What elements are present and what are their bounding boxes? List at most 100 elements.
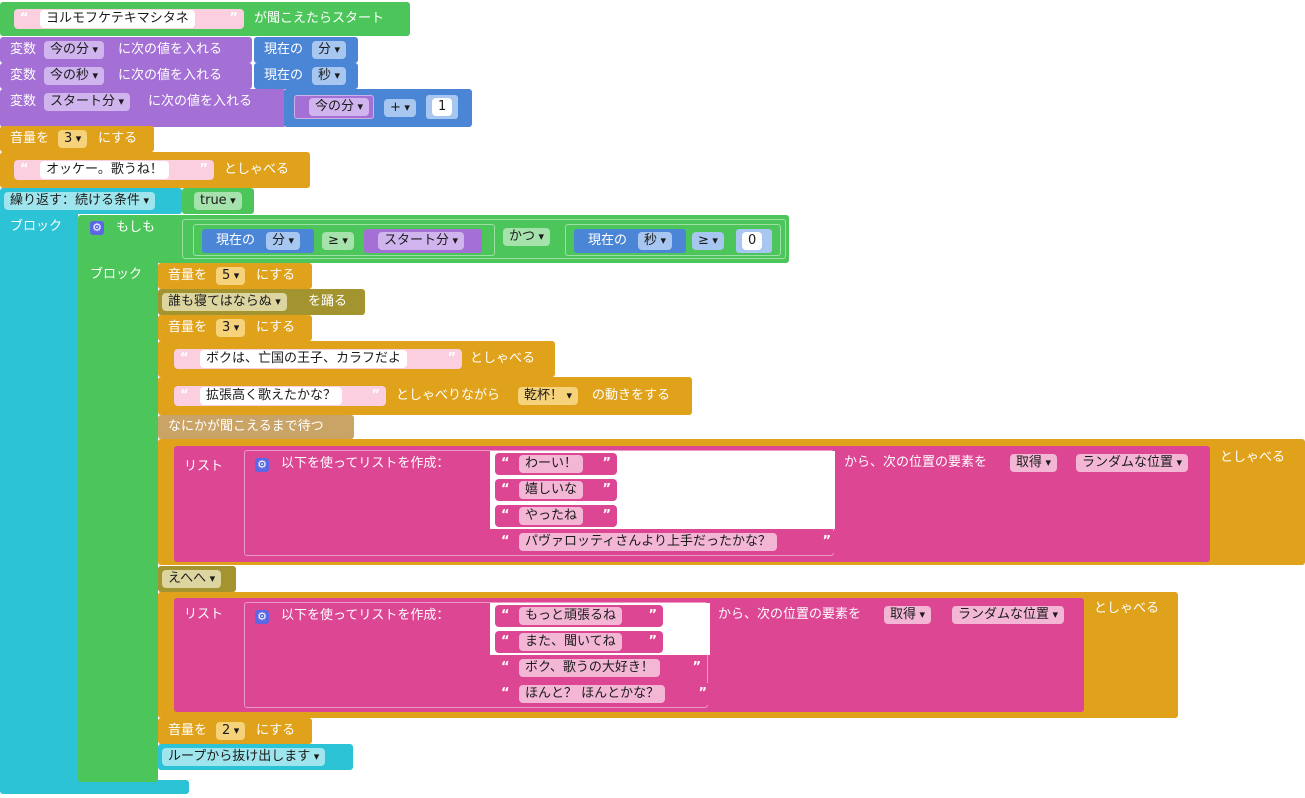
ehehe-dropdown[interactable]: えへへ: [162, 570, 222, 588]
list-create-block[interactable]: ⚙ 以下を使ってリストを作成： “ わーい！ ” “ 嬉しいな ” “ やったね…: [244, 450, 837, 556]
say-string[interactable]: “ ボクは、亡国の王子、カラフだよ ”: [174, 349, 462, 369]
var-name-dropdown[interactable]: スタート分: [44, 93, 131, 111]
compare-left-block[interactable]: 現在の 分 ≥ スタート分: [193, 224, 495, 256]
dance-block[interactable]: 誰も寝てはならぬ を踊る: [158, 289, 365, 315]
list-mode-dropdown[interactable]: 取得: [884, 606, 932, 624]
hat-block[interactable]: “ ヨルモフケテキマシタネ ” が聞こえたらスタート: [0, 2, 410, 36]
compare-right-block[interactable]: 現在の 秒 ≥ 0: [565, 224, 781, 256]
list-from-label: から、次の位置の要素を: [718, 607, 862, 622]
compare-op-dropdown[interactable]: ≥: [322, 232, 354, 250]
quote-close-icon: ”: [648, 634, 657, 649]
logic-op-dropdown[interactable]: かつ: [503, 228, 551, 246]
say-block-ok[interactable]: “ オッケー。歌うね！ ” としゃべる: [0, 152, 310, 188]
volume-suffix: にする: [256, 320, 296, 335]
list-item[interactable]: “ パヴァロッティさんより上手だったかな？ ”: [495, 531, 837, 553]
gear-icon[interactable]: ⚙: [255, 610, 269, 624]
volume-block-2[interactable]: 音量を 2 にする: [158, 718, 312, 744]
motion-dropdown[interactable]: 乾杯！: [518, 387, 579, 405]
volume-block-3[interactable]: 音量を 3 にする: [0, 126, 154, 152]
volume-label: 音量を: [168, 268, 208, 283]
current-min-block[interactable]: 現在の 分: [254, 37, 358, 63]
say-text: ボクは、亡国の王子、カラフだよ: [200, 350, 408, 368]
gear-icon[interactable]: ⚙: [255, 458, 269, 472]
var-name-dropdown[interactable]: 今の秒: [44, 67, 105, 85]
say-list-block-2[interactable]: としゃべる リスト ⚙ 以下を使ってリストを作成： “ もっと頑張るね ” “ …: [158, 592, 1178, 718]
list-where-dropdown[interactable]: ランダムな位置: [1076, 454, 1189, 472]
math-add-block[interactable]: 今の分 + 1: [284, 89, 472, 127]
set-var-now-min[interactable]: 変数 今の分 に次の値を入れる: [0, 37, 252, 63]
while-loop-header[interactable]: 繰り返す：続ける条件: [0, 188, 182, 214]
bool-dropdown[interactable]: true: [194, 192, 242, 210]
wait-label: なにかが聞こえるまで待つ: [168, 419, 324, 434]
list-create-label: 以下を使ってリストを作成：: [281, 456, 450, 471]
volume-dropdown[interactable]: 3: [58, 130, 88, 148]
operand-dropdown[interactable]: 今の分: [309, 98, 370, 116]
number-value[interactable]: 0: [742, 232, 763, 250]
number-block[interactable]: 0: [736, 229, 772, 253]
current-sec-block[interactable]: 現在の 秒: [574, 229, 686, 253]
current-unit-dropdown[interactable]: 秒: [312, 67, 347, 85]
volume-dropdown[interactable]: 2: [216, 722, 246, 740]
if-label: もしも: [116, 220, 156, 235]
if-block-label: ブロック: [90, 267, 143, 282]
break-loop-block[interactable]: ループから抜け出します: [158, 744, 353, 770]
say-list-block-1[interactable]: としゃべる リスト ⚙ 以下を使ってリストを作成： “ わーい！ ” “ 嬉しい…: [158, 439, 1305, 565]
say-string[interactable]: “ オッケー。歌うね！ ”: [14, 160, 214, 180]
say-string[interactable]: “ 拡張高く歌えたかな？ ”: [174, 386, 386, 406]
say-motion-block[interactable]: “ 拡張高く歌えたかな？ ” としゃべりながら 乾杯！ の動きをする: [158, 377, 692, 415]
dance-dropdown[interactable]: 誰も寝てはならぬ: [162, 293, 287, 311]
var-get-block[interactable]: スタート分: [364, 229, 482, 253]
number-value[interactable]: 1: [432, 98, 453, 116]
list-item[interactable]: “ ほんと？ ほんとかな？ ”: [495, 683, 713, 705]
current-label: 現在の: [264, 68, 304, 83]
list-create-block[interactable]: ⚙ 以下を使ってリストを作成： “ もっと頑張るね ” “ また、聞いてね ” …: [244, 602, 713, 708]
volume-dropdown[interactable]: 3: [216, 319, 246, 337]
quote-open-icon: “: [501, 686, 510, 701]
list-item[interactable]: “ わーい！ ”: [495, 453, 617, 475]
list-get-block[interactable]: リスト ⚙ 以下を使ってリストを作成： “ もっと頑張るね ” “ また、聞いて…: [174, 598, 1084, 712]
current-unit-dropdown[interactable]: 秒: [638, 232, 673, 250]
var-dropdown[interactable]: スタート分: [378, 232, 465, 250]
say-motion-suffix: の動きをする: [592, 388, 671, 403]
set-var-start-min[interactable]: 変数 スタート分 に次の値を入れる: [0, 89, 286, 127]
list-where-dropdown[interactable]: ランダムな位置: [952, 606, 1065, 624]
quote-open-icon: “: [501, 534, 510, 549]
list-item[interactable]: “ もっと頑張るね ”: [495, 605, 663, 627]
compare-op-dropdown[interactable]: ≥: [692, 232, 724, 250]
ehehe-block[interactable]: えへへ: [158, 566, 236, 592]
logic-and-block[interactable]: 現在の 分 ≥ スタート分 かつ 現在の 秒 ≥ 0: [182, 219, 786, 259]
current-unit-dropdown[interactable]: 分: [266, 232, 301, 250]
volume-block-5[interactable]: 音量を 5 にする: [158, 263, 312, 289]
gear-icon[interactable]: ⚙: [90, 221, 104, 235]
if-block-header[interactable]: ⚙ もしも 現在の 分 ≥ スタート分 かつ 現在の 秒 ≥ 0: [78, 215, 789, 263]
say-text: 拡張高く歌えたかな？: [200, 387, 343, 405]
list-item[interactable]: “ 嬉しいな ”: [495, 479, 617, 501]
list-item[interactable]: “ ボク、歌うの大好き！ ”: [495, 657, 707, 679]
list-get-block[interactable]: リスト ⚙ 以下を使ってリストを作成： “ わーい！ ” “ 嬉しいな ” “ …: [174, 446, 1210, 562]
true-block[interactable]: true: [182, 188, 254, 214]
quote-close-icon: ”: [447, 351, 456, 366]
list-item[interactable]: “ やったね ”: [495, 505, 617, 527]
quote-open-icon: “: [501, 660, 510, 675]
var-get-block[interactable]: 今の分: [294, 95, 374, 119]
loop-mode-dropdown[interactable]: 繰り返す：続ける条件: [4, 192, 156, 210]
operator-dropdown[interactable]: +: [384, 99, 416, 117]
volume-block-3-inner[interactable]: 音量を 3 にする: [158, 315, 312, 341]
current-unit-dropdown[interactable]: 分: [312, 41, 347, 59]
current-min-block[interactable]: 現在の 分: [202, 229, 314, 253]
number-block[interactable]: 1: [426, 95, 458, 119]
set-var-now-sec[interactable]: 変数 今の秒 に次の値を入れる: [0, 63, 252, 89]
wait-until-heard-block[interactable]: なにかが聞こえるまで待つ: [158, 415, 354, 439]
quote-close-icon: ”: [602, 456, 611, 471]
say-block-prince[interactable]: “ ボクは、亡国の王子、カラフだよ ” としゃべる: [158, 341, 555, 377]
hat-phrase-string[interactable]: “ ヨルモフケテキマシタネ ”: [14, 9, 244, 29]
list-item[interactable]: “ また、聞いてね ”: [495, 631, 663, 653]
quote-close-icon: ”: [648, 608, 657, 623]
break-loop-dropdown[interactable]: ループから抜け出します: [162, 748, 326, 766]
quote-open-icon: “: [501, 508, 510, 523]
current-sec-block[interactable]: 現在の 秒: [254, 63, 358, 89]
volume-dropdown[interactable]: 5: [216, 267, 246, 285]
say-text: オッケー。歌うね！: [40, 161, 169, 179]
var-name-dropdown[interactable]: 今の分: [44, 41, 105, 59]
list-mode-dropdown[interactable]: 取得: [1010, 454, 1058, 472]
